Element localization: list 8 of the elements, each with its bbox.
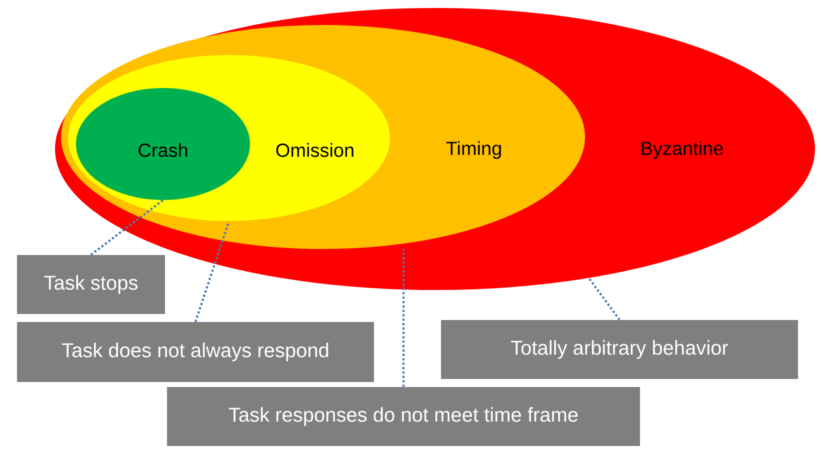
label-box: Task does not always respond (17, 322, 374, 382)
leader-line (588, 277, 620, 320)
leader-line (194, 220, 230, 322)
label-box: Task responses do not meet time frame (167, 387, 640, 446)
leader-line (402, 249, 405, 387)
label-box: Totally arbitrary behavior (441, 320, 798, 379)
label-box: Task stops (17, 255, 165, 314)
leader-line (90, 199, 164, 256)
